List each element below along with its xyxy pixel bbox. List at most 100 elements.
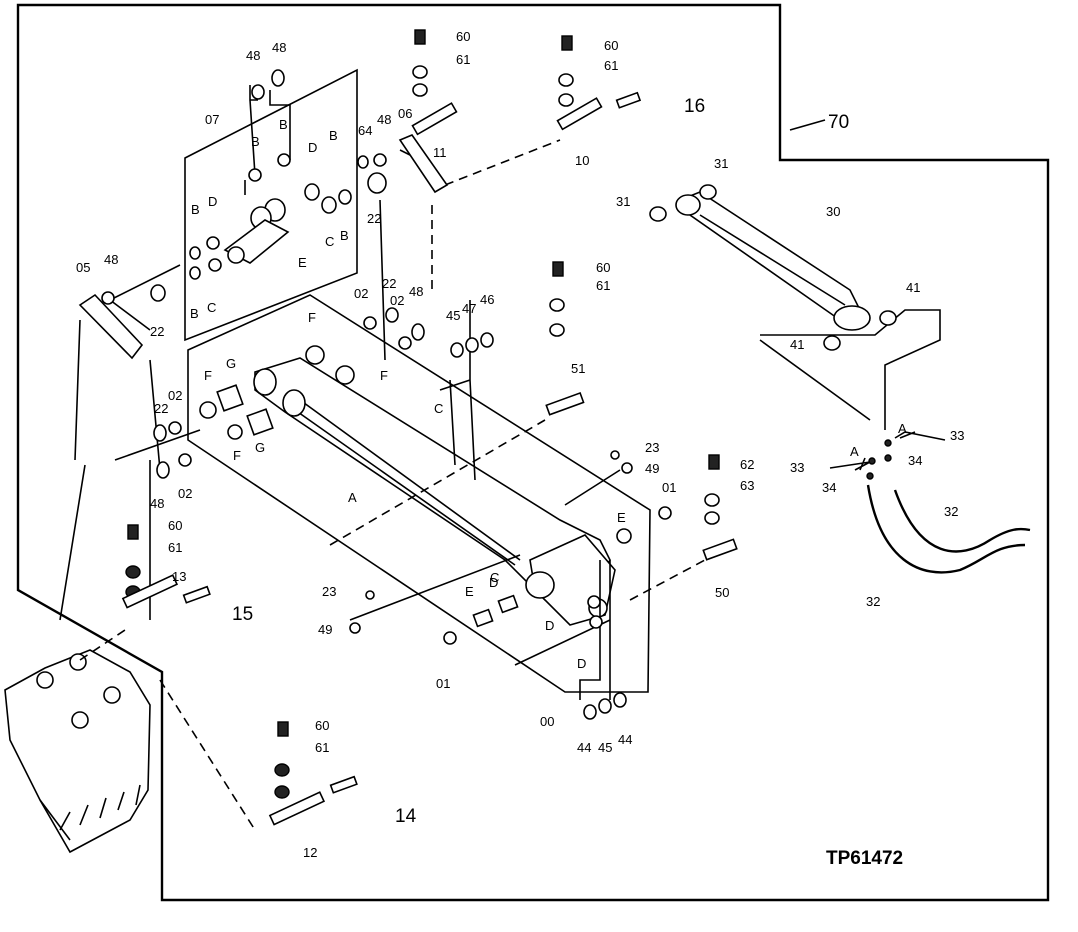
label-14: 14 bbox=[395, 806, 417, 827]
label-D5: D bbox=[489, 575, 498, 590]
label-D1: D bbox=[308, 140, 317, 155]
label-E3: E bbox=[465, 584, 474, 599]
label-30: 30 bbox=[826, 204, 840, 219]
label-B4: B bbox=[191, 202, 200, 217]
label-A3: A bbox=[850, 444, 859, 459]
label-13: 13 bbox=[172, 569, 186, 584]
label-15: 15 bbox=[232, 604, 253, 625]
bucket bbox=[4, 649, 151, 854]
label-48a: 48 bbox=[246, 48, 260, 63]
label-32a: 32 bbox=[944, 504, 958, 519]
label-01b: 01 bbox=[436, 676, 450, 691]
label-C1: C bbox=[325, 234, 334, 249]
label-61a: 61 bbox=[456, 52, 470, 67]
label-F4: F bbox=[233, 448, 241, 463]
label-05: 05 bbox=[76, 260, 90, 275]
label-48c: 48 bbox=[377, 112, 391, 127]
label-F2: F bbox=[380, 368, 388, 383]
label-63: 63 bbox=[740, 478, 754, 493]
label-41a: 41 bbox=[906, 280, 920, 295]
label-22c: 22 bbox=[382, 276, 396, 291]
label-32b: 32 bbox=[866, 594, 880, 609]
label-34a: 34 bbox=[908, 453, 922, 468]
label-64: 64 bbox=[358, 123, 372, 138]
label-E1: E bbox=[298, 255, 307, 270]
label-07: 07 bbox=[205, 112, 219, 127]
hardware-parts bbox=[78, 29, 897, 826]
label-23b: 23 bbox=[322, 584, 336, 599]
label-41b: 41 bbox=[790, 337, 804, 352]
label-B1: B bbox=[251, 134, 260, 149]
label-48e: 48 bbox=[409, 284, 423, 299]
label-D2: D bbox=[208, 194, 217, 209]
label-50: 50 bbox=[715, 585, 729, 600]
label-45a: 45 bbox=[446, 308, 460, 323]
label-B5: B bbox=[190, 306, 199, 321]
label-31b: 31 bbox=[616, 194, 630, 209]
label-22d: 22 bbox=[154, 401, 168, 416]
label-49a: 49 bbox=[645, 461, 659, 476]
label-C4: C bbox=[490, 570, 499, 585]
label-F1: F bbox=[308, 310, 316, 325]
label-48b: 48 bbox=[272, 40, 286, 55]
label-33b: 33 bbox=[790, 460, 804, 475]
diagram-frame bbox=[16, 3, 1050, 902]
hydraulic-hose-upper bbox=[893, 489, 1031, 553]
label-D3: D bbox=[545, 618, 554, 633]
label-F3: F bbox=[204, 368, 212, 383]
label-C3: C bbox=[434, 401, 443, 416]
label-33a: 33 bbox=[950, 428, 964, 443]
label-60b: 60 bbox=[604, 38, 618, 53]
label-34b: 34 bbox=[822, 480, 836, 495]
linkage-inset-panel bbox=[184, 68, 358, 342]
ref-leader-70 bbox=[789, 119, 826, 131]
label-62: 62 bbox=[740, 457, 754, 472]
label-B2: B bbox=[279, 117, 288, 132]
drawing-id: TP61472 bbox=[826, 848, 903, 869]
label-16: 16 bbox=[684, 96, 705, 117]
label-60a: 60 bbox=[456, 29, 470, 44]
label-48f: 48 bbox=[150, 496, 164, 511]
label-61c: 61 bbox=[596, 278, 610, 293]
label-44b: 44 bbox=[618, 732, 632, 747]
hydraulic-hose-lower bbox=[866, 484, 1026, 574]
label-00: 00 bbox=[540, 714, 554, 729]
label-B3: B bbox=[329, 128, 338, 143]
label-22a: 22 bbox=[367, 211, 381, 226]
label-B6: B bbox=[340, 228, 349, 243]
label-61e: 61 bbox=[315, 740, 329, 755]
label-A1: A bbox=[348, 490, 357, 505]
label-G1: G bbox=[226, 356, 236, 371]
label-48d: 48 bbox=[104, 252, 118, 267]
label-60c: 60 bbox=[596, 260, 610, 275]
label-45b: 45 bbox=[598, 740, 612, 755]
label-06: 06 bbox=[398, 106, 412, 121]
label-E2: E bbox=[617, 510, 626, 525]
boom-frame-outline bbox=[187, 294, 651, 693]
label-46: 46 bbox=[480, 292, 494, 307]
label-G2: G bbox=[255, 440, 265, 455]
label-02d: 02 bbox=[178, 486, 192, 501]
label-61d: 61 bbox=[168, 540, 182, 555]
label-A2: A bbox=[898, 421, 907, 436]
label-44a: 44 bbox=[577, 740, 591, 755]
label-49b: 49 bbox=[318, 622, 332, 637]
label-22b: 22 bbox=[150, 324, 164, 339]
label-02a: 02 bbox=[354, 286, 368, 301]
label-10: 10 bbox=[575, 153, 589, 168]
label-C2: C bbox=[207, 300, 216, 315]
label-12: 12 bbox=[303, 845, 317, 860]
label-02b: 02 bbox=[390, 293, 404, 308]
label-23a: 23 bbox=[645, 440, 659, 455]
label-60d: 60 bbox=[168, 518, 182, 533]
label-70: 70 bbox=[828, 112, 849, 133]
label-47: 47 bbox=[462, 301, 476, 316]
label-02c: 02 bbox=[168, 388, 182, 403]
label-11: 11 bbox=[433, 145, 447, 160]
label-D4: D bbox=[577, 656, 586, 671]
label-61b: 61 bbox=[604, 58, 618, 73]
label-01a: 01 bbox=[662, 480, 676, 495]
label-51: 51 bbox=[571, 361, 585, 376]
label-31a: 31 bbox=[714, 156, 728, 171]
